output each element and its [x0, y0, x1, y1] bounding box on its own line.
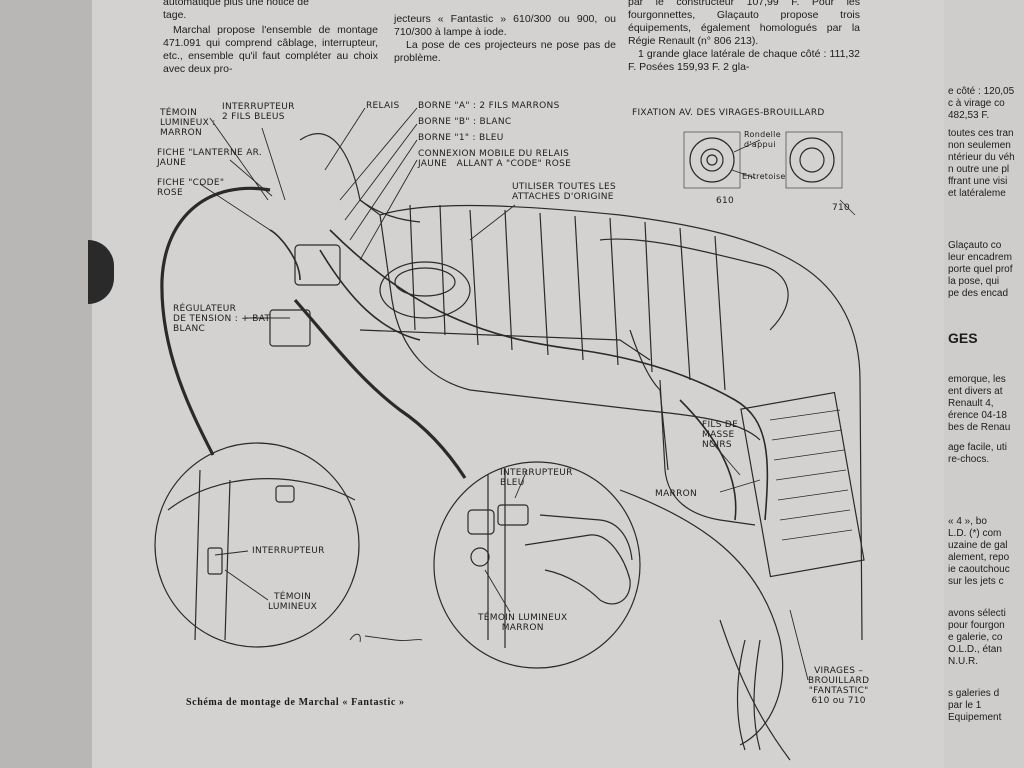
rp-line: bes de Renau: [948, 422, 1011, 433]
wire-to-dashboard: [160, 186, 271, 456]
rp-line: érence 04-18: [948, 410, 1007, 421]
col2-paragraph-1: jecteurs « Fantastic » 610/300 ou 900, o…: [394, 13, 616, 38]
relay: [294, 244, 341, 286]
rp-line: la pose, qui: [948, 276, 1000, 287]
label-borne-a: BORNE "A" : 2 FILS MARRONS: [418, 101, 560, 111]
rp-line: L.D. (*) com: [948, 528, 1002, 539]
label-temoin-lumineux: TÉMOIN LUMINEUX: [268, 592, 318, 612]
label-virages: VIRAGES – BROUILLARD "FANTASTIC" 610 ou …: [808, 666, 870, 706]
rp-line: age facile, uti: [948, 442, 1007, 453]
label-fixation: FIXATION AV. DES VIRAGES-BROUILLARD: [632, 108, 825, 118]
label-710: 710: [832, 203, 851, 213]
rp-line: pe des encad: [948, 288, 1009, 299]
rp-line: ntérieur du véh: [948, 152, 1015, 163]
artist-signature: [349, 633, 423, 643]
rp-line: emorque, les: [948, 374, 1006, 385]
rp-line: non seulemen: [948, 140, 1011, 151]
article-column-1: automatique plus une notice de tage. Mar…: [163, 0, 378, 76]
wire-to-switch: [293, 298, 467, 479]
label-borne-1: BORNE "1" : BLEU: [418, 133, 504, 143]
rp-line: par le 1: [948, 700, 982, 711]
rp-line: Renault 4,: [948, 398, 994, 409]
rp-line: O.L.D., étan: [948, 644, 1002, 655]
dashboard-detail-circle: [154, 442, 360, 648]
air-filter: [379, 261, 471, 319]
rp-line: ent divers at: [948, 386, 1003, 397]
rp-line: e côté : 120,05: [948, 86, 1015, 97]
label-marron: MARRON: [655, 489, 698, 499]
rp-line: leur encadrem: [948, 252, 1012, 263]
col1-paragraph: Marchal propose l'ensemble de montage 47…: [163, 24, 378, 75]
rp-line: ie caoutchouc: [948, 564, 1010, 575]
rp-line: toutes ces tran: [948, 128, 1014, 139]
label-interrupteur-bleu: INTERRUPTEUR BLEU: [500, 468, 573, 488]
rp-line: et latéraleme: [948, 188, 1006, 199]
label-relais: RELAIS: [366, 101, 400, 111]
article-column-3: par le constructeur 107,99 F. Pour les f…: [628, 0, 860, 74]
rp-line: N.U.R.: [948, 656, 978, 667]
col1-line-b: tage.: [163, 9, 187, 21]
col1-line-a: automatique plus une notice de: [163, 0, 309, 8]
label-interrupteur: INTERRUPTEUR: [252, 546, 325, 556]
fog-lamp-bracket: [740, 391, 865, 578]
rp-line: 482,53 F.: [948, 110, 990, 121]
rp-line: n outre une pl: [948, 164, 1010, 175]
rp-line: ffrant une visi: [948, 176, 1008, 187]
label-entretoise: Entretoise: [742, 172, 786, 181]
label-rondelle: Rondelle d'appui: [744, 130, 781, 149]
rp-line: pour fourgon: [948, 620, 1005, 631]
magazine-page: [92, 0, 944, 768]
rp-line: re-chocs.: [948, 454, 990, 465]
label-fiche-code: FICHE "CODE" ROSE: [157, 178, 225, 198]
rp-line: « 4 », bo: [948, 516, 987, 527]
rp-line: Glaçauto co: [948, 240, 1002, 251]
rp-line: s galeries d: [948, 688, 1000, 699]
article-column-2: jecteurs « Fantastic » 610/300 ou 900, o…: [394, 13, 616, 65]
col3-paragraph-2: 1 grande glace latérale de chaque côté :…: [628, 48, 860, 73]
voltage-regulator: [269, 309, 311, 347]
fixation-inset: [683, 131, 856, 216]
col3-paragraph-1: par le constructeur 107,99 F. Pour les f…: [628, 0, 860, 47]
facing-page: e côté : 120,05 c à virage co 482,53 F. …: [944, 0, 1024, 768]
rp-line: porte quel prof: [948, 264, 1013, 275]
figure-caption: Schéma de montage de Marchal « Fantastic…: [186, 697, 405, 708]
rp-line: Equipement: [948, 712, 1002, 723]
wiring-harness: [269, 229, 769, 521]
rp-line: c à virage co: [948, 98, 1005, 109]
label-fiche-lanterne: FICHE "LANTERNE AR. JAUNE: [157, 148, 263, 168]
label-regulateur: RÉGULATEUR DE TENSION : + BAT BLANC: [173, 304, 271, 334]
rp-line: sur les jets c: [948, 576, 1004, 587]
rp-line: alement, repo: [948, 552, 1010, 563]
rp-line: uzaine de gal: [948, 540, 1008, 551]
label-temoin-marron: TÉMOIN LUMINEUX : MARRON: [160, 108, 216, 138]
label-610: 610: [716, 196, 735, 206]
label-connexion: CONNEXION MOBILE DU RELAIS JAUNE ALLANT …: [418, 149, 572, 169]
label-borne-b: BORNE "B" : BLANC: [418, 117, 512, 127]
rp-section-heading: GES: [948, 330, 978, 346]
label-attaches: UTILISER TOUTES LES ATTACHES D'ORIGINE: [512, 182, 616, 202]
col2-paragraph-2: La pose de ces projecteurs ne pose pas d…: [394, 39, 616, 64]
rp-line: e galerie, co: [948, 632, 1003, 643]
switch-detail-circle: [433, 461, 641, 669]
car-body-outline: [269, 133, 865, 761]
label-temoin-lumineux-marron: TÉMOIN LUMINEUX MARRON: [478, 613, 568, 633]
label-fils-masse: FILS DE MASSE NOIRS: [702, 420, 739, 450]
label-interrupteur-fils: INTERRUPTEUR 2 FILS BLEUS: [222, 102, 295, 122]
rp-line: avons sélecti: [948, 608, 1006, 619]
